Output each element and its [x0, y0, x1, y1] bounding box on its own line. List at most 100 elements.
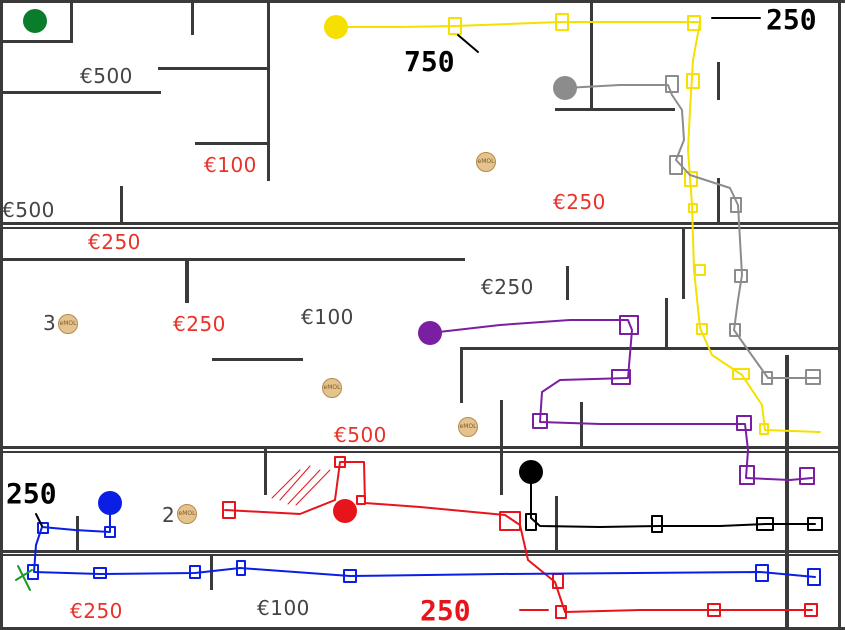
prize-label: €250 — [553, 190, 606, 214]
wall — [0, 451, 841, 453]
yellow-player-token[interactable] — [324, 15, 348, 39]
wall — [264, 449, 267, 495]
handwritten-amount: 750 — [404, 45, 455, 78]
wall — [120, 186, 123, 224]
coin-count: 2 — [162, 503, 175, 527]
black-marker — [807, 517, 823, 531]
blue-marker — [807, 568, 821, 586]
black-marker — [756, 517, 774, 531]
yellow-marker — [759, 423, 769, 435]
wall — [0, 222, 841, 225]
yellow-marker — [448, 17, 462, 35]
yellow-marker — [696, 323, 708, 335]
coin-icon: eMOL — [177, 504, 197, 524]
black-marker — [651, 515, 663, 533]
wall — [555, 108, 675, 111]
yellow-marker — [687, 15, 701, 31]
red-player-token[interactable] — [333, 499, 357, 523]
coin-icon: eMOL — [476, 152, 496, 172]
blue-marker — [37, 522, 49, 534]
gray-player-token[interactable] — [553, 76, 577, 100]
blue-player-token[interactable] — [98, 491, 122, 515]
wall — [580, 402, 583, 448]
coin-icon: eMOL — [58, 314, 78, 334]
prize-label: €250 — [70, 599, 123, 623]
wall — [665, 298, 668, 350]
wall — [0, 446, 841, 449]
wall — [0, 550, 841, 553]
purple-marker — [739, 465, 755, 485]
blue-marker — [189, 565, 201, 579]
prize-label: €500 — [334, 423, 387, 447]
blue-path — [33, 501, 816, 578]
wall — [590, 3, 593, 111]
gray-marker — [669, 155, 683, 175]
blue-marker — [236, 560, 246, 576]
wall — [500, 449, 503, 495]
wall — [185, 261, 189, 303]
coin-icon: eMOL — [322, 378, 342, 398]
prize-label: €100 — [301, 305, 354, 329]
red-marker — [222, 501, 236, 519]
gray-marker — [761, 371, 773, 385]
wall — [3, 91, 161, 94]
purple-marker — [611, 369, 631, 385]
gray-marker — [734, 269, 748, 283]
red-marker — [707, 603, 721, 617]
black-path — [530, 471, 816, 528]
pen-stroke — [35, 513, 43, 527]
black-player-token[interactable] — [519, 460, 543, 484]
wall — [210, 556, 213, 590]
handwritten-amount: 250 — [420, 594, 471, 627]
wall — [158, 67, 268, 70]
wall — [460, 347, 841, 350]
wall — [555, 496, 558, 552]
coin-count: 3 — [43, 311, 56, 335]
wall — [460, 347, 463, 403]
yellow-marker — [555, 13, 569, 31]
handwritten-amount: 250 — [766, 3, 817, 36]
wall — [717, 62, 720, 100]
wall — [0, 627, 845, 630]
purple-marker — [799, 467, 815, 485]
wall — [70, 0, 73, 43]
red-marker — [804, 603, 818, 617]
blue-marker — [104, 526, 116, 538]
prize-label: €500 — [2, 198, 55, 222]
purple-marker — [619, 315, 639, 335]
green-cross — [15, 565, 33, 591]
wall — [785, 355, 789, 630]
wall — [76, 516, 79, 550]
red-path — [224, 461, 813, 613]
yellow-marker — [732, 368, 750, 380]
wall — [0, 0, 3, 630]
yellow-marker — [686, 73, 700, 89]
purple-path — [429, 319, 813, 481]
wall — [191, 3, 194, 35]
green-player-token[interactable] — [23, 9, 47, 33]
wall — [0, 0, 845, 3]
gray-marker — [665, 75, 679, 93]
red-scribble — [271, 465, 331, 506]
blue-marker — [755, 564, 769, 582]
red-marker — [499, 511, 521, 531]
prize-label: €500 — [80, 64, 133, 88]
prize-label: €100 — [204, 153, 257, 177]
wall — [212, 358, 303, 361]
prize-label: €250 — [481, 275, 534, 299]
prize-label: €100 — [257, 596, 310, 620]
yellow-marker — [688, 203, 698, 213]
yellow-path — [335, 21, 821, 433]
prize-label: €250 — [88, 230, 141, 254]
prize-label: €250 — [173, 312, 226, 336]
black-marker — [525, 513, 537, 531]
purple-marker — [736, 415, 752, 431]
purple-marker — [532, 413, 548, 429]
wall — [0, 554, 841, 556]
purple-player-token[interactable] — [418, 321, 442, 345]
blue-marker — [93, 567, 107, 579]
yellow-marker — [694, 264, 706, 276]
yellow-marker — [684, 171, 698, 187]
coin-icon: eMOL — [458, 417, 478, 437]
